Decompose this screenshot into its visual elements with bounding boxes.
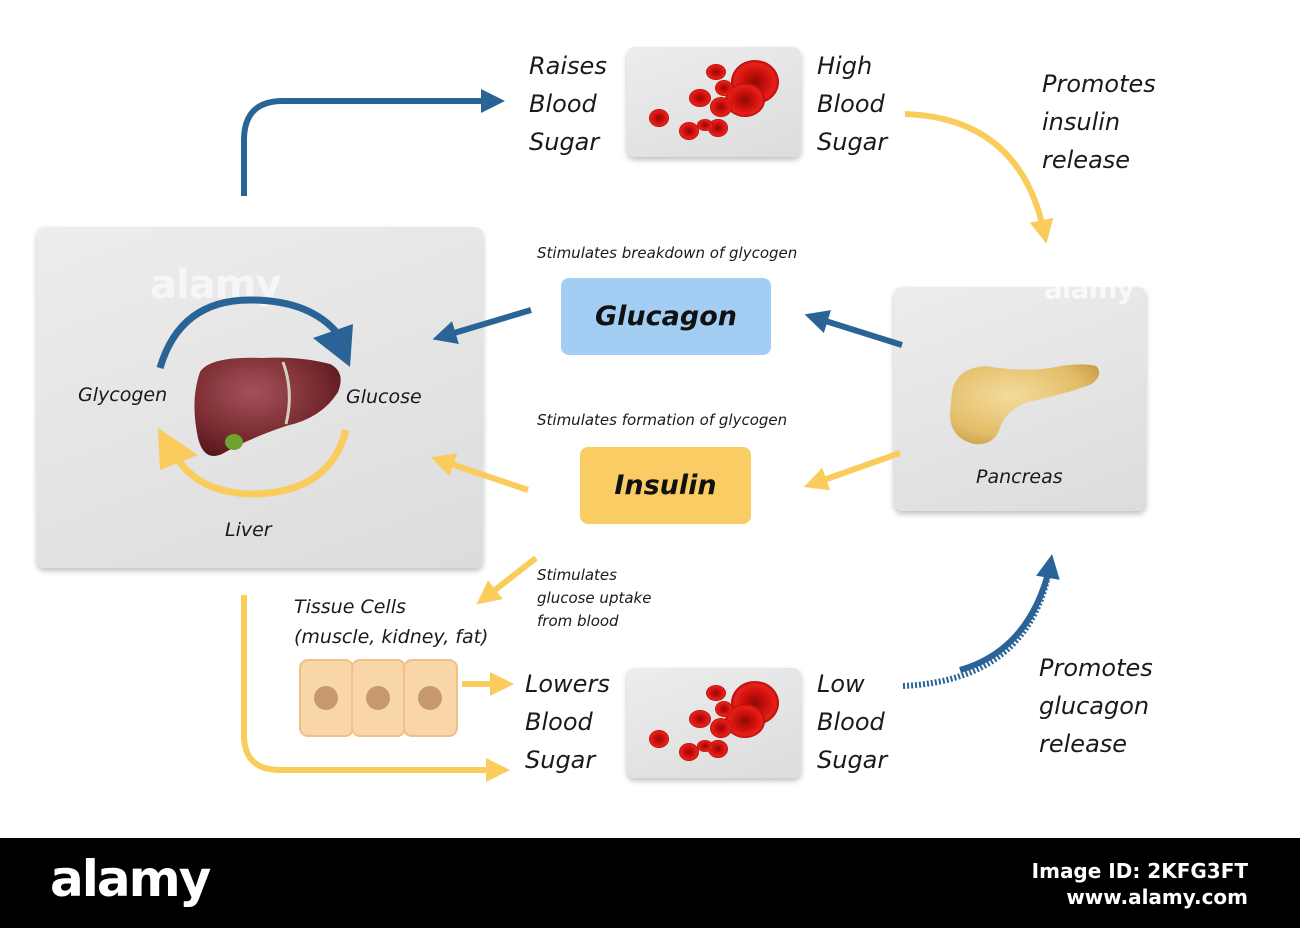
glycogen-label: Glycogen: [78, 384, 168, 406]
arrow-glycogen-to-glucose-head: [313, 324, 353, 367]
insulin-caption: Stimulates formation of glycogen: [537, 411, 788, 429]
arrow-insulin-to-tissue: [476, 555, 538, 605]
high-blood-sugar-label: High Blood Sugar: [817, 52, 888, 156]
arrow-insulin-to-liver: [430, 453, 529, 493]
low-blood-sugar-label: Low Blood Sugar: [817, 670, 888, 774]
tissue-cells-illustration: [299, 659, 458, 737]
footer-logo: alamy: [50, 850, 211, 908]
arrow-glucagon-to-liver: [432, 307, 532, 345]
arrow-pancreas-to-insulin: [803, 450, 901, 491]
blood-cells-high: [649, 60, 779, 140]
diagram-canvas: alamy alamy: [37, 47, 1156, 782]
image-id-text: Image ID: 2KFG3FT: [1031, 859, 1248, 883]
glucagon-caption: Stimulates breakdown of glycogen: [537, 244, 798, 262]
site-text: www.alamy.com: [1066, 885, 1248, 909]
glucagon-box: Glucagon: [561, 278, 771, 355]
glucose-label: Glucose: [346, 386, 422, 408]
pancreas-watermark: alamy: [1044, 272, 1135, 305]
insulin-box: Insulin: [580, 447, 751, 524]
pancreas-label: Pancreas: [976, 466, 1063, 488]
arrow-glucose-to-glycogen-head: [158, 428, 198, 470]
pancreas-illustration: [950, 364, 1100, 445]
arrow-glycogen-to-glucose: [156, 296, 341, 369]
raises-blood-sugar-label: Raises Blood Sugar: [529, 52, 607, 156]
arrow-high-to-pancreas: [904, 111, 1054, 244]
arrow-pancreas-to-glucagon: [804, 310, 903, 348]
uptake-caption: Stimulates glucose uptake from blood: [537, 566, 652, 630]
lowers-blood-sugar-label: Lowers Blood Sugar: [525, 670, 610, 774]
promotes-glucagon-label: Promotes glucagon release: [1039, 654, 1153, 758]
liver-label: Liver: [225, 519, 272, 541]
promotes-insulin-label: Promotes insulin release: [1042, 70, 1156, 174]
arrow-low-to-pancreas: [902, 554, 1060, 689]
arrow-glucose-to-glycogen: [174, 429, 350, 498]
footer-bar: alamy Image ID: 2KFG3FT www.alamy.com: [0, 838, 1300, 928]
tissue-cells-label: Tissue Cells (muscle, kidney, fat): [294, 596, 489, 648]
diagram-graphics: [156, 60, 1100, 782]
arrow-liver-to-raises: [241, 89, 505, 196]
blood-cells-low: [649, 681, 779, 761]
footer-image-id: Image ID: 2KFG3FT www.alamy.com: [1032, 858, 1248, 910]
arrow-liver-to-lowers: [241, 595, 510, 782]
liver-illustration: [194, 357, 341, 456]
